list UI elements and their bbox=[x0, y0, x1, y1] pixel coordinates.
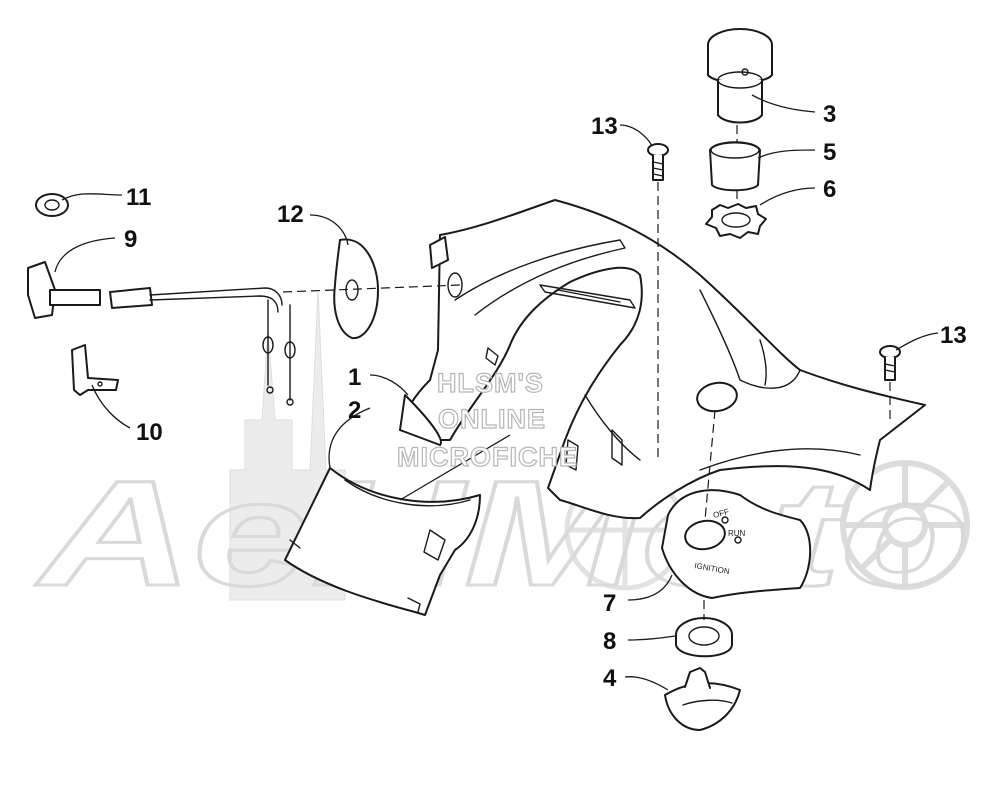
callout-12: 12 bbox=[277, 201, 304, 228]
watermark-text: HLSM'S ONLINE MICROFICHE bbox=[396, 367, 578, 472]
watermark-logo: AeHMoto bbox=[34, 449, 970, 617]
assembly-lines bbox=[282, 125, 891, 620]
console-shell bbox=[399, 199, 926, 520]
callout-9: 9 bbox=[124, 226, 137, 253]
throttle-cable-part-9 bbox=[27, 261, 296, 406]
front-cover-part-2 bbox=[284, 467, 481, 616]
sleeve-part-5 bbox=[709, 141, 761, 192]
switch-label-run: RUN bbox=[728, 529, 746, 538]
switch-label-off: OFF bbox=[712, 507, 730, 520]
nut-part-11 bbox=[35, 193, 69, 217]
watermark-line-2: ONLINE bbox=[438, 404, 546, 434]
callout-6: 6 bbox=[823, 176, 836, 203]
lower-panel-part-1 bbox=[399, 394, 442, 446]
bezel-part-8 bbox=[675, 617, 733, 658]
key-part-4 bbox=[664, 667, 741, 731]
ignition-hole bbox=[696, 381, 738, 413]
callout-13-right: 13 bbox=[940, 322, 967, 349]
callout-10: 10 bbox=[136, 419, 163, 446]
callout-8: 8 bbox=[603, 628, 616, 655]
callout-7: 7 bbox=[603, 590, 616, 617]
callout-2: 2 bbox=[348, 397, 361, 424]
callout-3: 3 bbox=[823, 101, 836, 128]
leader-lines bbox=[54, 94, 939, 691]
callout-1: 1 bbox=[348, 364, 361, 391]
watermark-line-3: MICROFICHE bbox=[397, 442, 578, 472]
ignition-decal-part-7: OFF RUN IGNITION bbox=[661, 489, 812, 599]
bracket-part-10 bbox=[71, 344, 119, 396]
lock-washer-part-6 bbox=[705, 203, 767, 239]
screw-part-13-right bbox=[879, 345, 901, 381]
switch-body-part-3 bbox=[707, 28, 773, 124]
watermark-wheel bbox=[840, 460, 970, 590]
callout-5: 5 bbox=[823, 139, 836, 166]
callout-11: 11 bbox=[126, 184, 151, 211]
callout-4: 4 bbox=[603, 665, 617, 692]
callout-13-top: 13 bbox=[591, 113, 618, 140]
screw-part-13-top bbox=[647, 143, 669, 181]
callout-numbers: 1 2 3 4 5 6 7 8 9 10 11 12 13 13 bbox=[124, 101, 967, 692]
watermark-line-1: HLSM'S bbox=[437, 368, 544, 398]
